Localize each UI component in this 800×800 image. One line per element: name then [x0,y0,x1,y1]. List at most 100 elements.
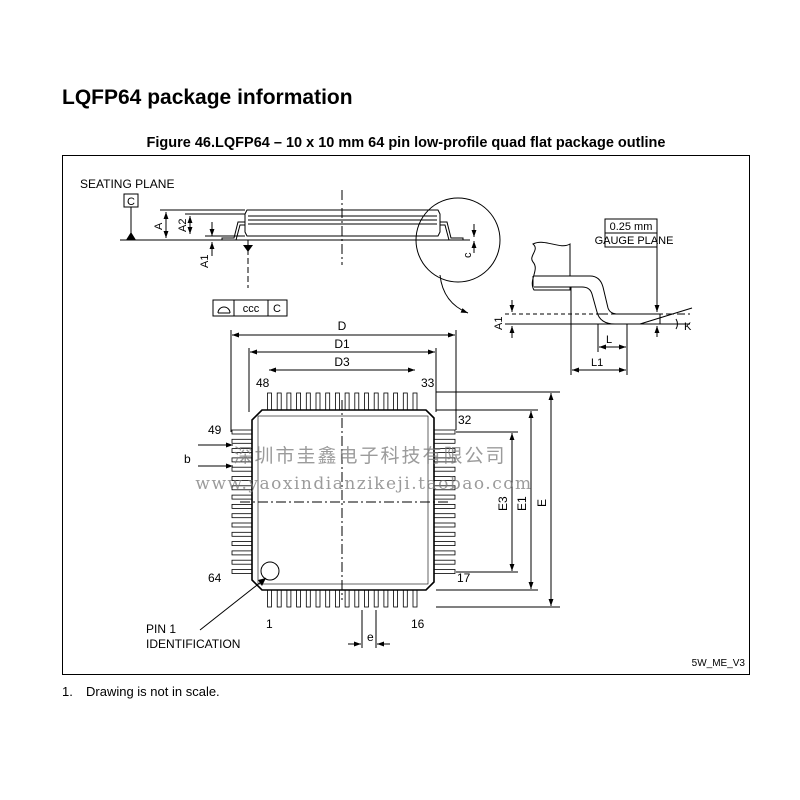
dim-d1-label: D1 [334,337,350,351]
pin-bottom [267,588,272,608]
pin-32-label: 32 [458,413,472,427]
side-view: SEATING PLANE C A A2 A1 c [80,177,501,317]
pin-bottom [402,588,408,608]
pin-64-label: 64 [208,571,222,585]
pin-top [315,392,321,412]
dim-l-label: L [606,334,612,346]
pin-top [267,392,272,412]
tolerance-value: ccc [243,303,260,315]
pin-left [231,550,254,556]
pin1-id-line2: IDENTIFICATION [146,637,240,651]
figure-caption: Figure 46.LQFP64 – 10 x 10 mm 64 pin low… [146,135,666,151]
detail-arrow [439,274,469,314]
pin-bottom [393,588,399,608]
gauge-label-box [604,232,658,248]
pin1-marker [260,561,280,581]
section-title: LQFP64 package information [62,86,353,109]
pin-bottom [412,588,418,608]
datum-triangle [126,232,136,240]
dim-a1-label: A1 [199,255,211,268]
tolerance-datum: C [273,303,281,315]
pin-top [383,392,389,412]
pin-bottom [354,588,360,608]
pin-right [432,569,456,574]
dim-d3-label: D3 [334,355,350,369]
dim-b-label: b [184,452,191,466]
pin-left [231,503,254,509]
dim-c-label: c [462,252,474,258]
pin-bottom [373,588,379,608]
pin-top [393,392,399,412]
dim-k-label: K [684,321,692,333]
pin-left [231,522,254,528]
pin-top [373,392,379,412]
pin-16-label: 16 [411,617,425,631]
pin-48-label: 48 [256,376,270,390]
pin-right [432,550,456,556]
pin-bottom [383,588,389,608]
pin-top [286,392,292,412]
pin-right [432,503,456,509]
pin-left [231,429,254,435]
pin-top [276,392,282,412]
pin-right [432,429,456,435]
side-lead-right [440,221,464,241]
side-body [244,209,441,237]
pin-17-label: 17 [457,571,471,585]
pin-bottom [286,588,292,608]
detail-a1-label: A1 [493,317,505,330]
dim-d-label: D [338,319,347,333]
dim-e-label: E [535,499,549,507]
watermark-line2: www.yaoxindianzikeji.taobao.com [195,474,532,494]
pin-right [432,559,456,565]
pin-right [432,541,456,546]
pin-right [432,494,456,500]
pin-1-label: 1 [266,617,273,631]
detail-lead [534,275,661,325]
pin-right [432,522,456,528]
seating-plane-label: SEATING PLANE [80,177,174,191]
pin-bottom [296,588,302,608]
drawing-ref: 5W_ME_V3 [692,658,746,669]
pin-left [231,541,254,546]
pin-top [402,392,408,412]
flatness-icon [217,306,231,314]
detail-circle [415,197,501,283]
datum-c-label: C [127,196,135,208]
pin-bottom [334,588,340,608]
pin-left [231,466,254,472]
dim-e1-label: E1 [515,496,529,511]
pin1-id-leader [199,577,267,631]
footnote-number: 1. [62,684,73,699]
pin-top [354,392,360,412]
pin-bottom [305,588,311,608]
tolerance-frame [212,299,288,317]
watermark: 深圳市圭鑫电子科技有限公司 www.yaoxindianzikeji.taoba… [195,445,532,494]
pin-left [231,438,254,444]
pin-bottom [325,588,331,608]
pin-bottom [276,588,282,608]
pin-left [231,513,254,519]
gauge-plane-label: GAUGE PLANE [595,235,674,247]
pin-33-label: 33 [421,376,435,390]
pin-top [344,392,350,412]
pin-right [432,531,456,537]
pin1-id-line1: PIN 1 [146,622,176,636]
side-lead-left [221,221,245,241]
pin-right [432,466,456,472]
watermark-line1: 深圳市圭鑫电子科技有限公司 [233,445,506,467]
dim-a2-label: A2 [177,219,189,232]
pin-left [231,531,254,537]
pin-top [364,392,369,412]
pin-top [325,392,331,412]
gauge-value: 0.25 mm [610,221,653,233]
dim-a-label: A [153,222,165,230]
dim-l1-label: L1 [591,357,603,369]
footnote: 1. Drawing is not in scale. [62,684,220,699]
dim-k-arc [675,318,678,330]
figure-frame [62,155,750,675]
detail-view: 0.25 mm GAUGE PLANE K A1 L L1 [493,218,693,375]
package-body [251,409,435,591]
dim-e-pitch-label: e [367,630,374,644]
footnote-text: Drawing is not in scale. [86,684,220,699]
